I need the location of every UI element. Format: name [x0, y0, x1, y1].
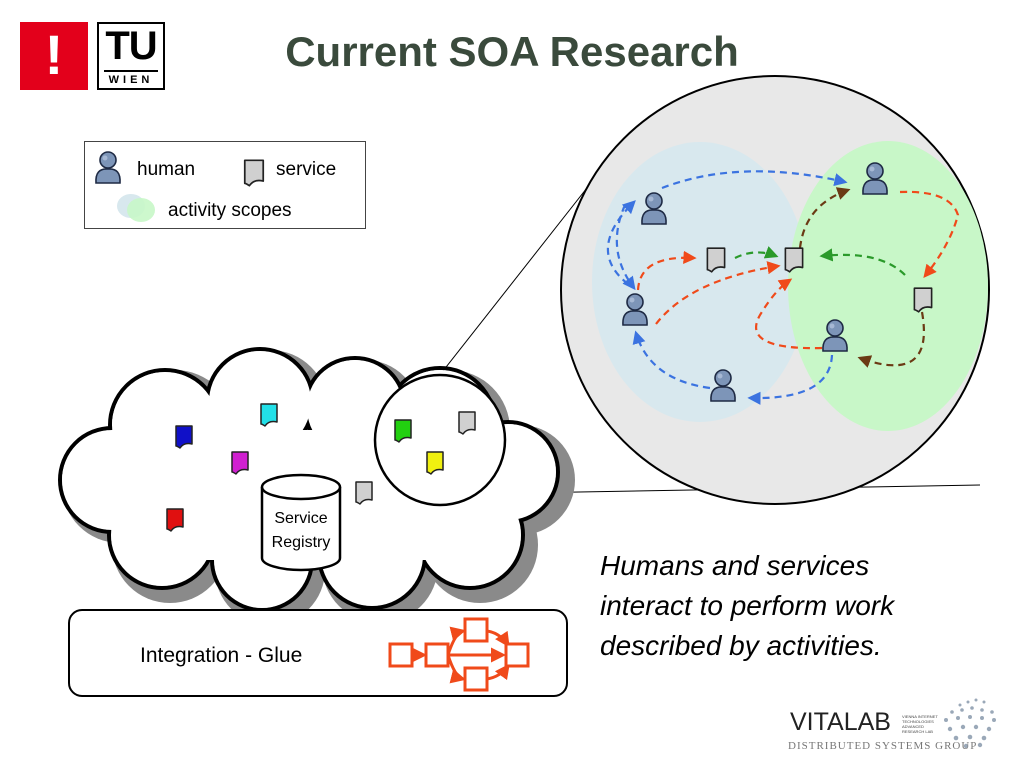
- arrow-blue-5: [747, 354, 834, 405]
- arrow-brown-1: [798, 187, 851, 249]
- legend-service-icon: [243, 159, 265, 187]
- slide-title: Current SOA Research: [285, 28, 739, 75]
- dsg-logo-text: DISTRIBUTED SYSTEMS GROUP: [788, 740, 978, 752]
- activity-scope-zoom: [560, 75, 990, 505]
- legend-human-label: human: [137, 159, 196, 180]
- tu-logo-rule: [104, 70, 158, 72]
- arrow-blue-4: [632, 330, 711, 390]
- exclamation-mark: !: [44, 23, 64, 86]
- registry-label-line1: Service: [274, 510, 327, 527]
- vitalab-small-line-1: VIENNA INTERNET: [902, 714, 938, 719]
- integration-glue-label: Integration - Glue: [140, 644, 303, 667]
- arrow-green-2: [819, 248, 906, 276]
- caption-line-1: Humans and services: [600, 550, 870, 581]
- vitalab-small-line-4: RESEARCH LAB: [902, 729, 933, 734]
- vitalab-dots-logo: [944, 698, 996, 749]
- vitalab-small-line-2: TECHNOLOGIES: [902, 719, 934, 724]
- wien-logo-text: WIEN: [108, 74, 154, 86]
- activity-scope-green: [788, 141, 988, 431]
- tu-exclamation-logo: !: [20, 22, 88, 90]
- arrow-red-2: [655, 261, 781, 325]
- slide-caption: Humans and services interact to perform …: [600, 546, 1000, 666]
- legend-scope-icon: [117, 194, 155, 222]
- tu-logo-text: TU: [105, 24, 157, 68]
- registry-label-line2: Registry: [272, 534, 331, 551]
- tu-wien-logo: TU WIEN: [97, 22, 165, 90]
- service-registry-cylinder: Service Registry: [260, 473, 342, 572]
- zoom-source-circle: [373, 373, 507, 507]
- caption-line-2: interact to perform work: [600, 590, 895, 621]
- arrow-brown-2: [857, 311, 925, 368]
- vitalab-small-text: VIENNA INTERNET TECHNOLOGIES ADVANCED RE…: [902, 714, 942, 734]
- legend-box: human service activity scopes: [84, 141, 366, 229]
- arrow-red-4: [899, 190, 960, 279]
- arrow-blue-3: [615, 204, 636, 291]
- legend-scopes-label: activity scopes: [168, 200, 292, 221]
- arrow-red-3: [755, 278, 823, 350]
- caption-line-3: described by activities.: [600, 630, 882, 661]
- vitalab-logo-text: VITALAB: [790, 708, 891, 736]
- workflow-icon-overlay: [388, 617, 530, 692]
- legend-service-label: service: [276, 159, 337, 180]
- arrow-green-1: [734, 246, 779, 259]
- arrow-blue-1: [661, 170, 848, 190]
- legend-human-icon: [95, 151, 121, 184]
- vitalab-small-line-3: ADVANCED: [902, 724, 924, 729]
- arrow-red-1: [636, 250, 697, 291]
